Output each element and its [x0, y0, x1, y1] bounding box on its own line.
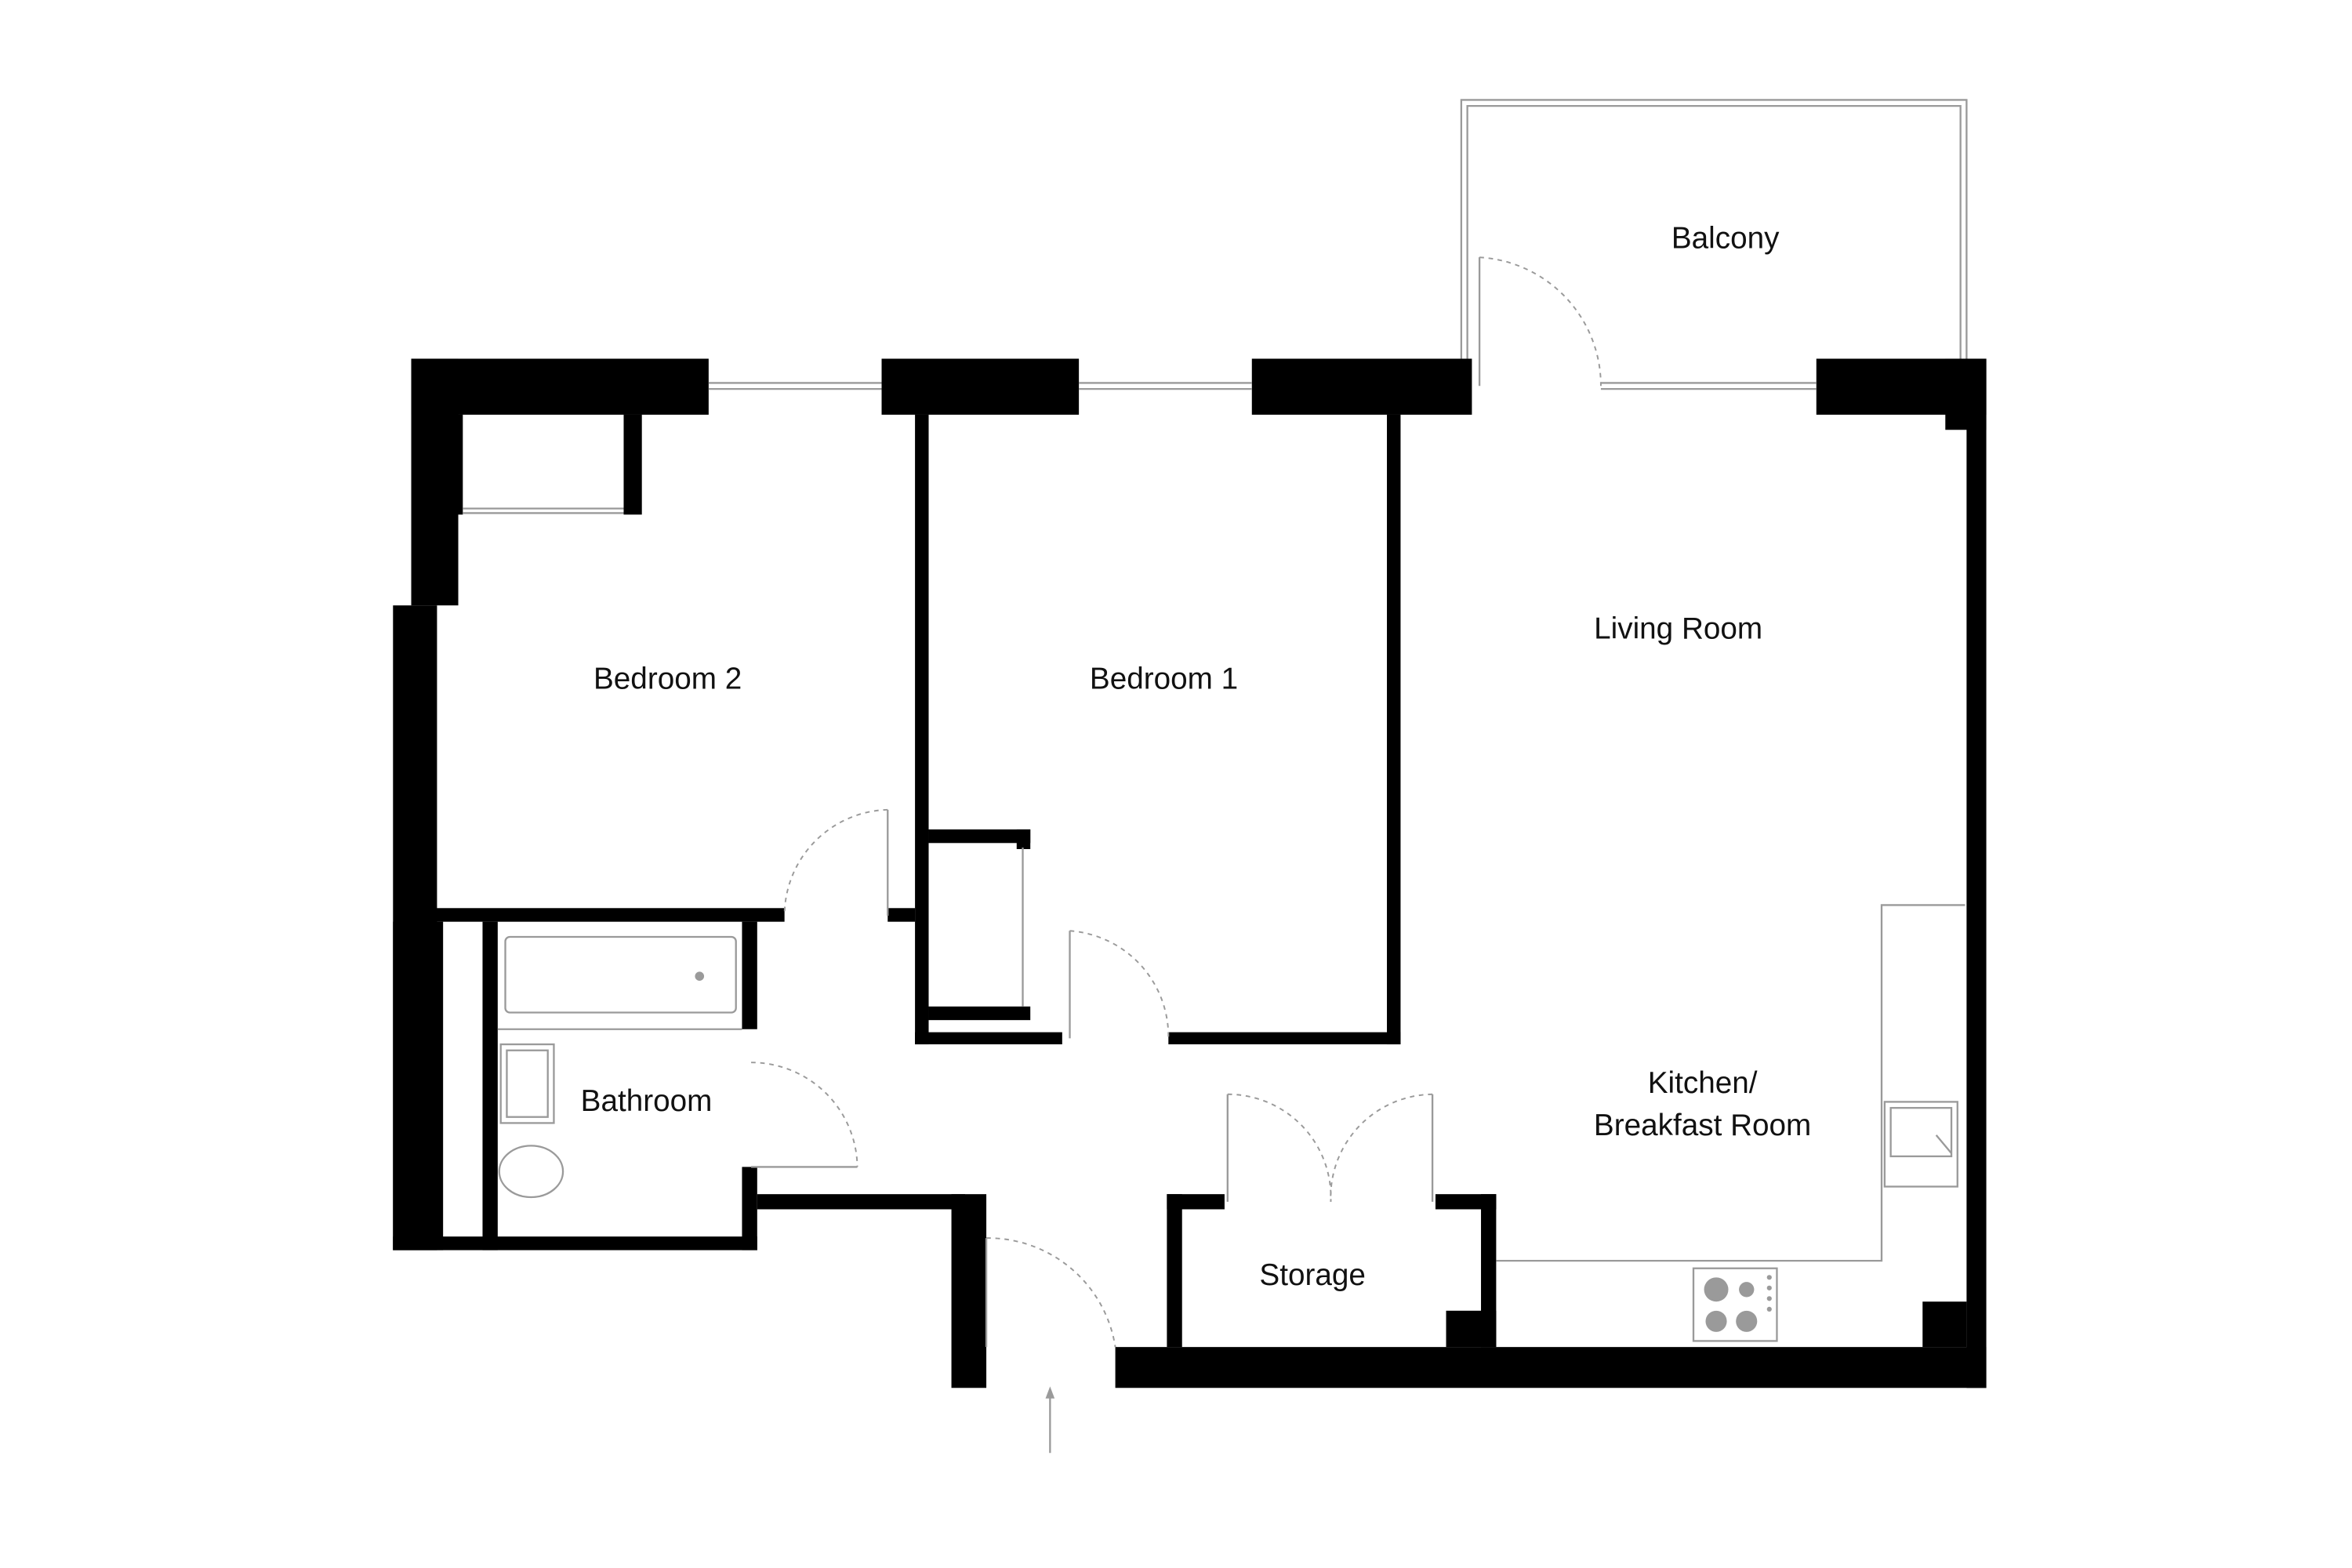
wall — [445, 414, 463, 515]
toilet-icon — [498, 1145, 564, 1199]
label-kitchen: Kitchen/ — [1648, 1066, 1758, 1100]
hob-icon — [1692, 1267, 1778, 1342]
label-storage: Storage — [1259, 1258, 1366, 1292]
wall — [482, 921, 498, 1250]
wall — [915, 414, 929, 1045]
wall — [1167, 1194, 1225, 1210]
wall — [757, 1194, 965, 1210]
wall — [393, 1236, 757, 1250]
wall — [887, 908, 916, 922]
doors — [751, 256, 1602, 1348]
bathtub-icon — [504, 935, 737, 1014]
wall — [1251, 358, 1472, 415]
sink-icon — [1883, 1101, 1958, 1188]
entrance-arrow — [1045, 1386, 1055, 1454]
room-labels: Balcony Living Room Bedroom 2 Bedroom 1 … — [581, 222, 1812, 1292]
wall — [435, 908, 785, 922]
wall — [1016, 829, 1031, 850]
basin-icon — [499, 1043, 555, 1124]
windows — [463, 382, 1817, 514]
wall — [1922, 1301, 1967, 1348]
wall — [411, 358, 709, 415]
wall — [742, 921, 757, 1029]
wall — [1115, 1347, 1987, 1388]
wall — [951, 1194, 987, 1388]
balcony-outline — [1460, 99, 1968, 359]
label-bathroom: Bathroom — [581, 1084, 713, 1118]
label-bedroom-2: Bedroom 2 — [593, 662, 742, 695]
wall — [1167, 1194, 1182, 1348]
wall — [928, 1006, 1031, 1021]
label-breakfast-room: Breakfast Room — [1594, 1109, 1811, 1142]
wall — [623, 414, 642, 515]
wall — [1446, 1310, 1497, 1348]
wall — [1966, 358, 1987, 1388]
wall — [1481, 1194, 1497, 1348]
label-bedroom-1: Bedroom 1 — [1090, 662, 1238, 695]
kitchen-counter — [1496, 904, 1965, 1262]
wall — [881, 358, 1080, 415]
wall — [393, 921, 444, 1250]
wall — [928, 829, 1031, 844]
wall — [742, 1167, 757, 1250]
label-balcony: Balcony — [1671, 222, 1780, 256]
walls — [393, 358, 1987, 1388]
wall — [1168, 1032, 1401, 1045]
wall — [1387, 414, 1401, 1045]
wall — [915, 1032, 1062, 1045]
label-living-room: Living Room — [1594, 612, 1762, 646]
fixtures — [497, 904, 1965, 1342]
